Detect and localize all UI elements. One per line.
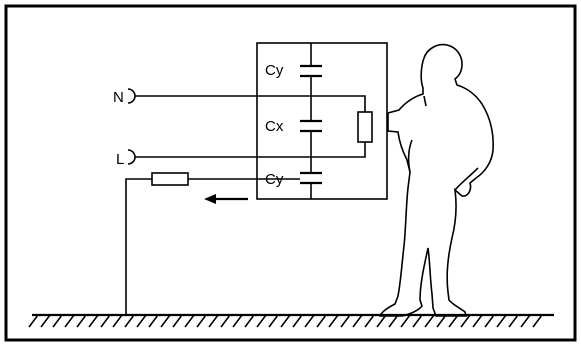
- ground-hatch-mark: [280, 314, 291, 328]
- ground-hatch-mark: [64, 314, 75, 328]
- ground-hatch-mark: [460, 314, 471, 328]
- ground-hatch-mark: [400, 314, 411, 328]
- load-resistor: [357, 111, 373, 143]
- ground-hatch-mark: [100, 314, 111, 328]
- ground-hatch-mark: [112, 314, 123, 328]
- label-cy-top: Cy: [265, 62, 284, 79]
- line-wire: [135, 142, 366, 158]
- ground-hatch-mark: [448, 314, 459, 328]
- person-silhouette-icon: [378, 43, 494, 317]
- ground-hatch-mark: [88, 314, 99, 328]
- ground-hatch-mark: [244, 314, 255, 328]
- ground-hatch-mark: [256, 314, 267, 328]
- ground-hatch-mark: [52, 314, 63, 328]
- ground-hatch-mark: [412, 314, 423, 328]
- ground-hatch-mark: [268, 314, 279, 328]
- label-neutral: N: [113, 89, 124, 106]
- ground-resistor: [151, 172, 189, 186]
- outer-frame: [4, 4, 577, 342]
- label-cx: Cx: [265, 118, 284, 135]
- capacitor-chain: [300, 43, 322, 199]
- neutral-terminal-icon: [127, 88, 136, 104]
- ground-hatch-mark: [232, 314, 243, 328]
- ground-hatch-mark: [208, 314, 219, 328]
- ground-hatch-mark: [172, 314, 183, 328]
- ground-hatch-mark: [316, 314, 327, 328]
- ground-hatch-mark: [508, 314, 519, 328]
- line-terminal-icon: [127, 149, 136, 165]
- ground-hatch-mark: [124, 314, 135, 328]
- ground-hatch-mark: [376, 314, 387, 328]
- ground-hatch-mark: [520, 314, 531, 328]
- ground-hatch-mark: [304, 314, 315, 328]
- label-line: L: [116, 151, 124, 168]
- equipment-enclosure: [256, 42, 388, 200]
- ground-hatch-mark: [364, 314, 375, 328]
- ground-hatch-mark: [388, 314, 399, 328]
- ground-hatch-mark: [352, 314, 363, 328]
- ground-hatch-mark: [424, 314, 435, 328]
- ground-hatch-mark: [328, 314, 339, 328]
- ground-hatch-mark: [220, 314, 231, 328]
- ground-hatch-mark: [184, 314, 195, 328]
- ground-hatch-mark: [532, 314, 543, 328]
- arrow-left-icon: [204, 194, 248, 204]
- ground-hatch-mark: [136, 314, 147, 328]
- ground-icon: [28, 313, 554, 328]
- ground-hatch-mark: [292, 314, 303, 328]
- ground-hatch-mark: [28, 314, 39, 328]
- ground-hatch-mark: [484, 314, 495, 328]
- ground-hatch-mark: [76, 314, 87, 328]
- ground-hatch-mark: [40, 314, 51, 328]
- capacitor-cx: [300, 119, 322, 133]
- ground-hatch-mark: [196, 314, 207, 328]
- ground-wire: [125, 178, 152, 315]
- ground-hatch-mark: [148, 314, 159, 328]
- ground-hatch-mark: [340, 314, 351, 328]
- ground-hatch-mark: [436, 314, 447, 328]
- ground-hatch-mark: [160, 314, 171, 328]
- ground-hatch-mark: [472, 314, 483, 328]
- ground-hatch-mark: [496, 314, 507, 328]
- neutral-wire: [135, 95, 366, 112]
- capacitor-cy-top: [300, 64, 322, 78]
- capacitor-cy-bottom: [300, 171, 322, 185]
